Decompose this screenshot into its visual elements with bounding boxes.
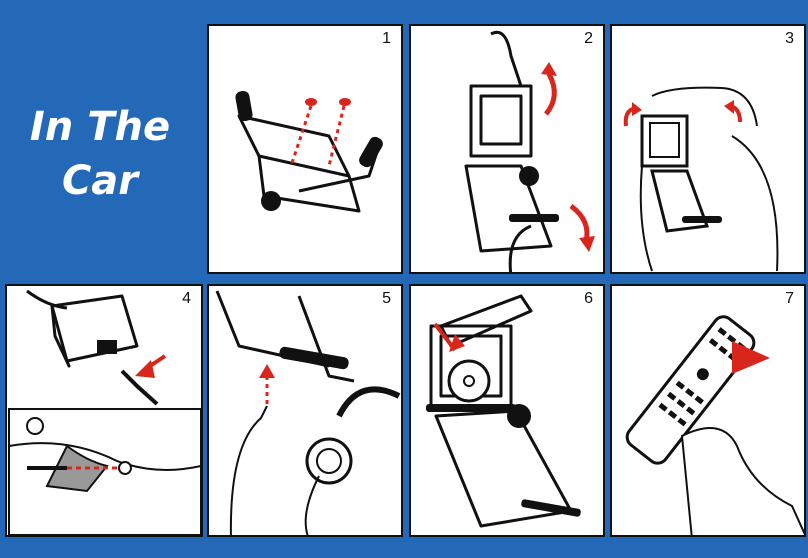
step-7-panel: 7 [610,284,806,537]
mount-bracket-illustration [209,26,403,274]
remote-control-illustration [612,286,806,537]
power-adapter-illustration [7,286,203,537]
title-line-1: In The [0,100,200,154]
step-6-panel: 6 [409,284,605,537]
step-4-panel: 4 [5,284,203,537]
headrest-illustration [612,26,806,274]
step-3-panel: 3 [610,24,806,274]
mounting-illustration [411,26,605,274]
step-2-panel: 2 [409,24,605,274]
page-title: In The Car [0,100,200,208]
title-line-2: Car [0,154,200,208]
headphones-illustration [209,286,403,537]
step-5-panel: 5 [207,284,403,537]
disc-insert-illustration [411,286,605,537]
step-1-panel: 1 [207,24,403,274]
